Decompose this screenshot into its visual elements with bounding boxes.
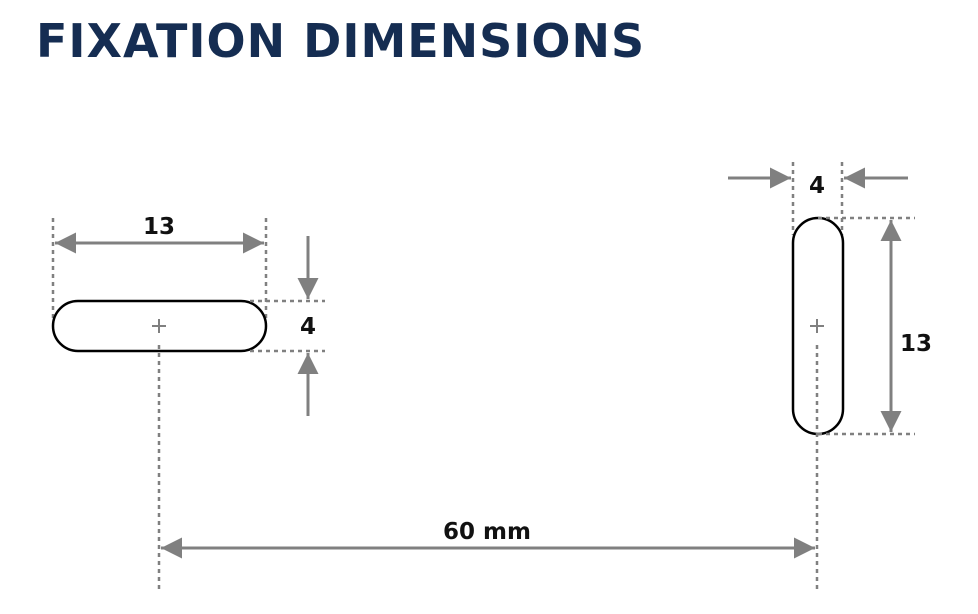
horizontal-slot-width-label: 13: [143, 214, 175, 240]
page-title: FIXATION DIMENSIONS: [36, 14, 646, 68]
vertical-slot-height-label: 13: [900, 331, 932, 357]
vertical-slot-width-label: 4: [809, 173, 825, 199]
horizontal-slot-height-label: 4: [300, 314, 316, 340]
horizontal-slot: 13 4: [51, 214, 325, 590]
vertical-slot: 4 13: [728, 162, 932, 590]
center-distance: 60 mm: [161, 519, 815, 559]
center-distance-label: 60 mm: [443, 519, 531, 545]
